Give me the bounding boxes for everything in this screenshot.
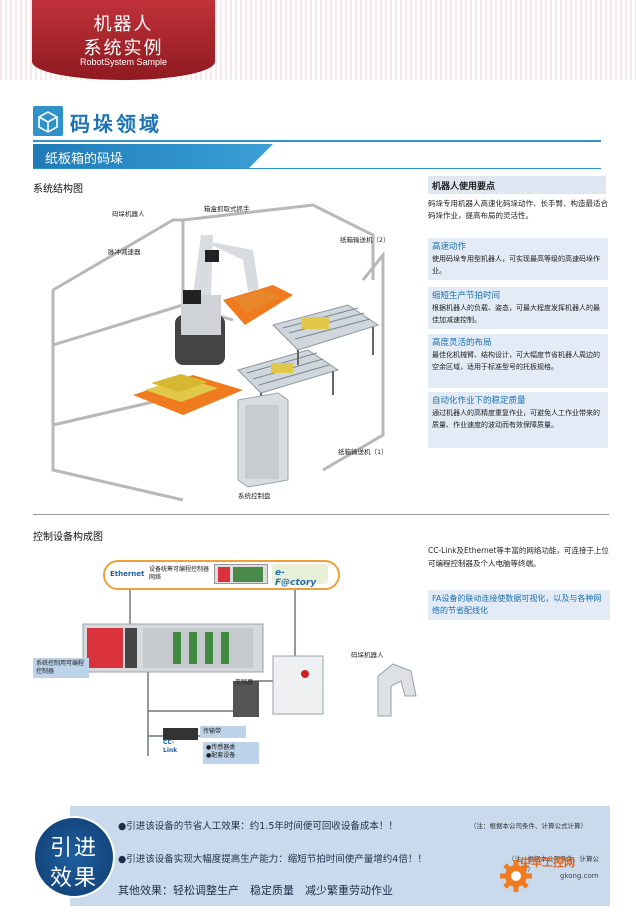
robot-points-heading: 机器人使用要点 (428, 176, 606, 194)
cclink-label: CC-Link (163, 739, 178, 754)
section-rule (33, 140, 601, 142)
header-title-line1: 机器人 (93, 14, 154, 35)
section-divider (33, 514, 609, 515)
feature-body: 根据机器人的负载、姿态，可最大程度发挥机器人的最佳加减速控制。 (432, 304, 600, 324)
box-icon (33, 106, 63, 136)
section-subtitle: 纸板箱的码垛 (45, 152, 124, 167)
label-gripper: 箱盒抓取式抓手 (204, 205, 250, 213)
section-title: 码垛领域 (70, 112, 162, 136)
robot-points-intro: 码垛专用机器人高速化码垛动作、长手臂、构造最适合码垛作业，提高布局的灵活性。 (428, 199, 608, 220)
control-diagram-heading: 控制设备构成图 (33, 532, 103, 543)
efactory-logo: e-F@ctory (272, 564, 328, 588)
feature-title: 高速动作 (432, 242, 467, 252)
feature-body: 最佳化机械臂、结构设计，可大幅度节省机器人周边的空余区域，适用于标准型号的托板规… (432, 351, 600, 371)
benefit-other: 其他效果：轻松调整生产 稳定质量 减少繁重劳动作业 (118, 884, 393, 897)
sensors-tag: ●传感器类 ●配套设备 (203, 742, 259, 764)
conveyor-tag: 传输带 (200, 726, 246, 738)
feature-title: 自动化作业下的稳定质量 (432, 396, 526, 406)
ethernet-description: 设备统筹可编程控制器网络 (149, 566, 210, 581)
plc-tag: 系统控制用可编程控制器 (33, 658, 89, 678)
benefits-circle-line1: 引进 (49, 836, 98, 861)
header-subtitle: RobotSystem Sample (79, 57, 168, 67)
label-reducer: 脉冲减速器 (108, 248, 141, 256)
robot-tag: 码垛机器人 (351, 651, 384, 659)
system-diagram-heading: 系统结构图 (33, 184, 83, 195)
feature-title: 高度灵活的布局 (432, 338, 492, 348)
label-conveyor-1: 纸箱输送机（1） (338, 448, 388, 456)
benefits-circle-line2: 效果 (49, 866, 98, 891)
subtitle-rule (33, 168, 601, 169)
feature-title: 缩短生产节拍时间 (432, 291, 501, 301)
benefit-item-1-note: （注：根据本公司条件、计算公式计算） (470, 822, 587, 830)
feature-card: 高度灵活的布局 最佳化机械臂、结构设计，可大幅度节省机器人周边的空余区域，适用于… (428, 334, 608, 388)
network-plc-module (214, 564, 268, 584)
watermark-text: 中华工控网 (520, 856, 575, 869)
benefit-item-1: ●引进该设备的节省人工效果：约1.5年时间便可回收设备成本！！ (118, 821, 398, 832)
benefit-item-2: ●引进该设备实现大幅度提高生产能力：缩短节拍时间使产量增约4倍！！ (118, 854, 427, 865)
feature-card: 自动化作业下的稳定质量 通过机器人的高精度重复作业，可避免人工作业带来的质量、作… (428, 392, 608, 448)
label-conveyor-2: 纸箱输送机（2） (340, 236, 390, 244)
feature-card: 缩短生产节拍时间 根据机器人的负载、姿态，可最大程度发挥机器人的最佳加减速控制。 (428, 287, 608, 329)
header-title-line2: 系统实例 (83, 38, 164, 59)
inverter-tag: 变频器 (235, 679, 254, 686)
header-tab: 机器人 系统实例 RobotSystem Sample (32, 0, 215, 80)
ethernet-label: Ethernet (110, 570, 145, 578)
watermark-url: gkong.com (560, 872, 599, 880)
subtitle-bar: 纸板箱的码垛 (33, 144, 273, 168)
gear-icon (500, 860, 532, 892)
control-network-lines (82, 590, 417, 756)
palletizing-system-illustration (51, 203, 385, 502)
cclink-description: CC-Link及Ethernet等丰富的网络功能，可连接于上位可编程控制器及个人… (428, 546, 609, 568)
label-controller: 系统控制盘 (238, 492, 271, 500)
feature-card: 高速动作 使用码垛专用型机器人，可实现最高等级的高速码垛作业。 (428, 238, 608, 280)
feature-body: 通过机器人的高精度重复作业，可避免人工作业带来的质量、作业速度的波动而有效保障质… (432, 409, 600, 429)
fa-visualization-box: FA设备的联动连接使数据可视化，以及与各种网络的节省配线化 (428, 590, 610, 620)
benefits-circle: 引进 效果 (33, 816, 115, 898)
label-palletizing-robot: 码垛机器人 (112, 210, 145, 218)
benefits-banner (70, 806, 610, 906)
feature-body: 使用码垛专用型机器人，可实现最高等级的高速码垛作业。 (432, 255, 600, 275)
